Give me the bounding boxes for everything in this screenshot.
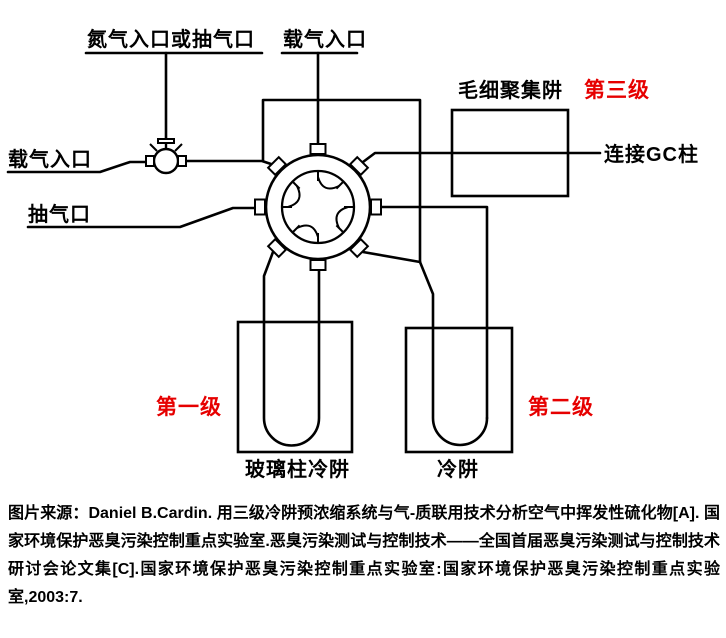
trap1-box <box>236 320 354 454</box>
selector-valve-right-fitting <box>177 155 187 167</box>
stage1-label: 第一级 <box>156 395 222 419</box>
rotary-valve <box>254 143 382 271</box>
schematic-diagram: 氮气入口或抽气口 载气入口 载气入口 抽气口 毛细聚集阱 第三级 连接GC柱 第… <box>6 27 699 481</box>
pump-port-label: 抽气口 <box>28 202 91 226</box>
trap1-utube <box>262 250 321 447</box>
capillary-trap-label: 毛细聚集阱 <box>458 78 563 102</box>
stage2-label: 第二级 <box>528 395 594 419</box>
valve-port-ne <box>348 155 370 177</box>
nitrogen-inlet-label: 氮气入口或抽气口 <box>87 27 255 51</box>
valve-port-sw <box>266 237 288 259</box>
stage3-label: 第三级 <box>584 78 650 102</box>
selector-valve <box>145 138 187 175</box>
valve-port-nw <box>266 155 288 177</box>
valve-port-se <box>348 237 370 259</box>
selector-valve-nub-right <box>174 143 183 152</box>
valve-port-s <box>309 259 327 271</box>
valve-port-n <box>309 143 327 155</box>
selector-valve-handle <box>157 138 175 144</box>
selector-valve-nub-left <box>149 143 158 152</box>
glass-column-trap-label: 玻璃柱冷阱 <box>245 457 350 481</box>
gc-column-label: 连接GC柱 <box>604 142 699 166</box>
selector-valve-body <box>152 147 180 175</box>
valve-port-w <box>254 198 266 216</box>
valve-ports <box>254 143 382 271</box>
valve-port-e <box>370 198 382 216</box>
trap2-box <box>404 326 514 454</box>
cold-trap-label: 冷阱 <box>437 457 479 481</box>
carrier-gas-inlet-left-label: 载气入口 <box>8 147 92 171</box>
tubing-line-se-port <box>361 250 422 264</box>
capillary-trap-box <box>450 108 570 198</box>
valve-rotor-channels <box>287 176 349 238</box>
tubing-line-overtop <box>261 98 422 264</box>
rotary-valve-rotor <box>280 169 356 245</box>
tubing-line-pump <box>26 206 257 229</box>
trap2-utube <box>418 260 489 447</box>
selector-valve-left-fitting <box>145 155 155 167</box>
tubing-line-e-port-trap2 <box>379 205 489 420</box>
caption: 图片来源：Daniel B.Cardin. 用三级冷阱预浓缩系统与气-质联用技术… <box>8 505 720 606</box>
carrier-gas-inlet-top-label: 载气入口 <box>283 27 367 51</box>
tubing-line-gc <box>361 151 602 164</box>
tubing-line-carrier-left <box>6 160 148 174</box>
tubing-line-selector-to-valve <box>184 159 273 166</box>
tubing <box>6 51 602 447</box>
